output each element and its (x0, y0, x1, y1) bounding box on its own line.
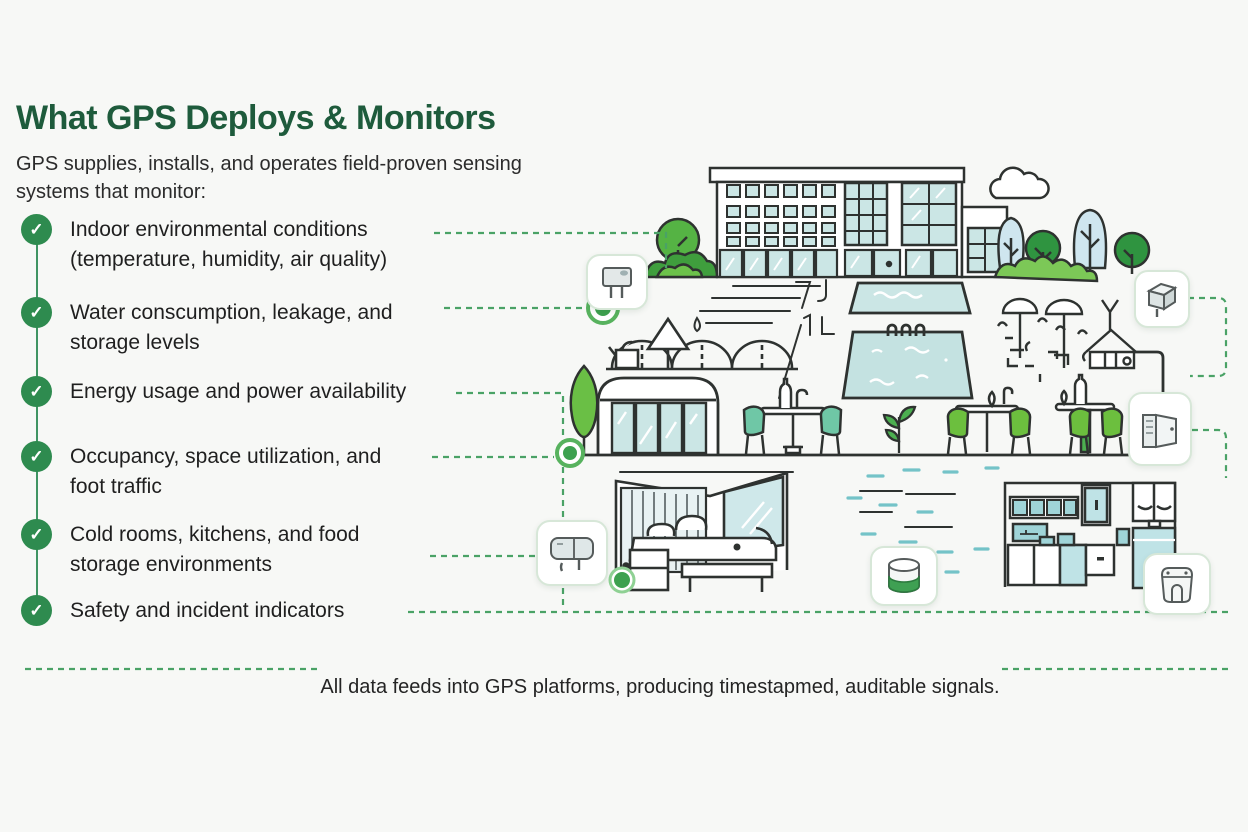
page-title: What GPS Deploys & Monitors (16, 98, 496, 137)
pools (841, 281, 974, 400)
check-icon: ✓ (21, 519, 52, 550)
kitchen (1003, 481, 1177, 590)
checklist-item-label: Cold rooms, kitchens, and food storage e… (70, 523, 360, 576)
sensor-card-appliance (1143, 553, 1211, 615)
dining-right (946, 373, 1124, 455)
connector-cube-sensor (1188, 296, 1228, 378)
checklist-item-water: ✓ Water conscumption, leakage, and stora… (21, 297, 393, 358)
check-icon: ✓ (21, 297, 52, 328)
connector-indoor-environment (434, 231, 668, 268)
link-dots (555, 291, 636, 594)
sensor-card-hvac-unit (1128, 392, 1192, 466)
check-icon: ✓ (21, 441, 52, 472)
connector-energy (456, 391, 565, 441)
wall-mounted-sensor-icon (550, 537, 594, 572)
connector-hvac-sensor (1192, 428, 1228, 478)
check-icon: ✓ (21, 595, 52, 626)
entrance-pavilion (596, 376, 720, 455)
plant (882, 405, 917, 453)
connectors (25, 231, 1232, 671)
dining-left (742, 377, 843, 455)
hvac-unit-sensor-icon (1142, 413, 1177, 449)
bedroom (614, 471, 789, 592)
sketch-lines (619, 279, 956, 528)
sensor-card-outdoor-climate (586, 254, 648, 310)
checklist-item-label: Indoor environmental conditions (tempera… (70, 218, 388, 271)
liquid-level-sensor-icon (888, 558, 920, 593)
checklist-item-occupancy: ✓ Occupancy, space utilization, and foot… (21, 441, 381, 502)
checklist-item-label: Occupancy, space utilization, and foot t… (70, 445, 382, 498)
checklist-item-label: Energy usage and power availability (70, 380, 407, 403)
check-icon: ✓ (21, 376, 52, 407)
checklist-item-safety: ✓ Safety and incident indicators (21, 595, 344, 626)
checklist-item-label: Safety and incident indicators (70, 599, 345, 622)
cloud-icon (989, 166, 1050, 200)
check-icon: ✓ (21, 214, 52, 245)
checklist-item-label: Water conscumption, leakage, and storage… (70, 301, 393, 354)
outdoor-climate-sensor-icon (602, 267, 632, 298)
footer-note: All data feeds into GPS platforms, produ… (320, 676, 1000, 698)
sensor-card-cube-device (1134, 270, 1190, 328)
checklist-item-cold-rooms: ✓ Cold rooms, kitchens, and food storage… (21, 519, 360, 580)
garden-right (993, 208, 1151, 283)
checklist-item-indoor-environment: ✓ Indoor environmental conditions (tempe… (21, 214, 387, 275)
sensor-card-liquid-level (870, 546, 938, 606)
checklist-connector-line (36, 231, 38, 610)
water-dashes (846, 466, 1000, 574)
appliance-sensor-icon (1160, 567, 1194, 603)
garden-left (643, 217, 719, 279)
cube-device-sensor-icon (1146, 282, 1178, 317)
awning-greenhouse (606, 316, 798, 371)
sensor-card-wall-mounted (536, 520, 608, 586)
checklist-item-energy: ✓ Energy usage and power availability (21, 376, 406, 407)
cypress-tree (569, 364, 599, 455)
page-subtitle: GPS supplies, installs, and operates fie… (16, 153, 522, 203)
hotel-building (708, 166, 1009, 279)
